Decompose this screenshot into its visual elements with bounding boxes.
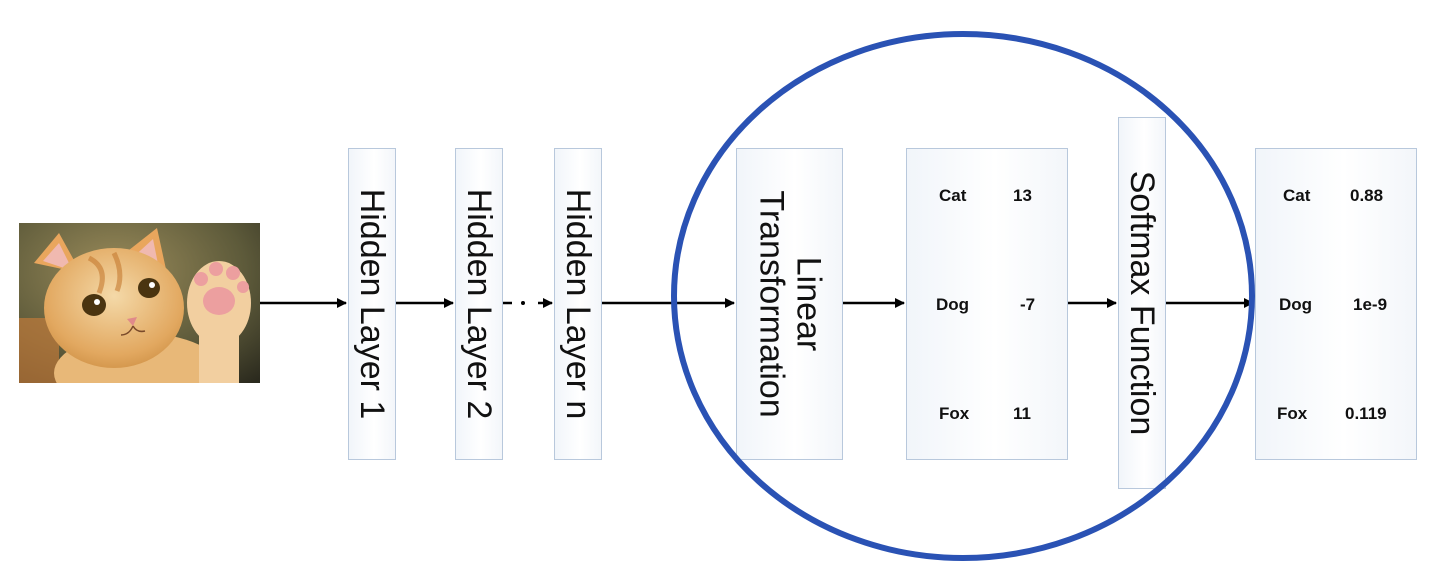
logit-value-cat: 13 xyxy=(1013,186,1032,205)
prob-label-fox: Fox xyxy=(1277,404,1308,423)
probabilities-box: Cat 0.88 Dog 1e-9 Fox 0.119 xyxy=(1255,148,1417,460)
logit-label-cat: Cat xyxy=(939,186,967,205)
logit-label-fox: Fox xyxy=(939,404,970,423)
hidden-layer-1-box: Hidden Layer 1 xyxy=(348,148,396,460)
hidden-layer-2-box: Hidden Layer 2 xyxy=(455,148,503,460)
prob-value-fox: 0.119 xyxy=(1345,404,1387,423)
highlight-circle xyxy=(671,31,1255,561)
hidden-layer-n-box: Hidden Layer n xyxy=(554,148,602,460)
logit-value-dog: -7 xyxy=(1020,295,1036,314)
linear-transformation-box: Linear Transformation xyxy=(736,148,843,460)
logit-label-dog: Dog xyxy=(936,295,970,314)
prob-value-dog: 1e-9 xyxy=(1353,295,1388,314)
logit-value-fox: 11 xyxy=(1013,404,1031,423)
logits-box: Cat 13 Dog -7 Fox 11 xyxy=(906,148,1068,460)
ellipsis-dot-1 xyxy=(521,301,525,305)
cat-photo xyxy=(19,223,260,383)
prob-value-cat: 0.88 xyxy=(1350,186,1384,205)
softmax-function-box: Softmax Function xyxy=(1118,117,1166,489)
prob-label-dog: Dog xyxy=(1279,295,1313,314)
prob-label-cat: Cat xyxy=(1283,186,1311,205)
